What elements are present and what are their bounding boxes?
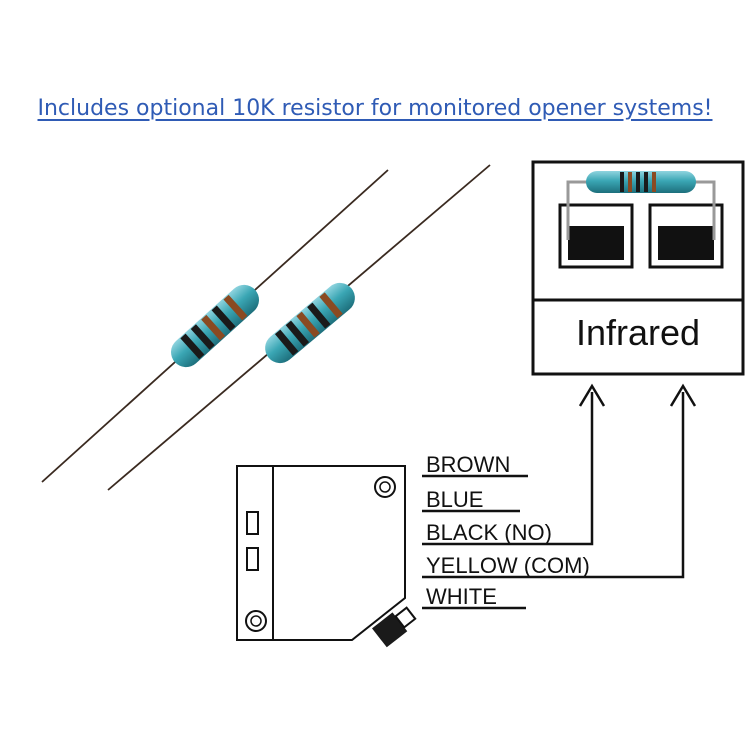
screw-icon (374, 476, 396, 498)
resistor-small (566, 171, 716, 240)
wire-lines (422, 392, 685, 610)
resistor-right (107, 164, 491, 491)
resistor-left (41, 169, 389, 483)
screw-icon (245, 610, 267, 632)
cable-gland (372, 606, 417, 648)
wire-label-black: BLACK (NO) (426, 520, 552, 545)
arrow-up-icon (578, 383, 606, 407)
wire-label-white: WHITE (426, 584, 497, 609)
photoelectric-sensor (236, 465, 417, 648)
terminal-left (558, 203, 634, 269)
receiver-label: Infrared (576, 312, 700, 353)
wire-label-brown: BROWN (426, 452, 510, 477)
terminal-right (648, 203, 724, 269)
caption-link[interactable]: Includes optional 10K resistor for monit… (37, 96, 713, 121)
wire-label-yellow: YELLOW (COM) (426, 553, 590, 578)
arrow-up-icon (669, 383, 697, 407)
infrared-receiver: Infrared (531, 160, 745, 376)
wire-label-blue: BLUE (426, 487, 483, 512)
